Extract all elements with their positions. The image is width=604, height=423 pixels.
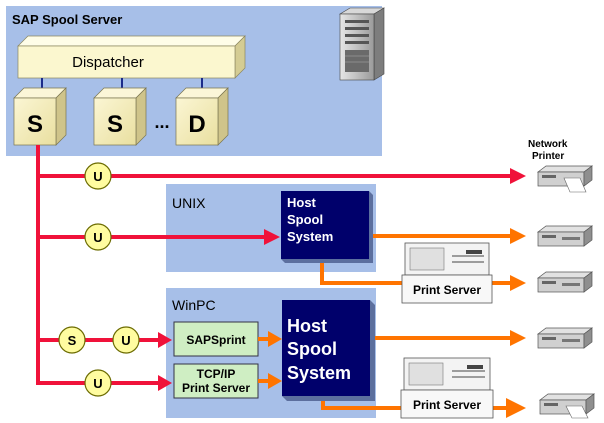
work-process-label: D [188,111,205,138]
svg-text:U: U [93,230,102,245]
work-process-label: S [107,111,123,138]
winpc-output-arrowheads [506,330,526,418]
winpc-printer-icon-1 [536,327,594,349]
winpc-host-spool-box: Host Spool System [282,300,375,401]
work-process-cube-s1: S [13,87,67,146]
svg-text:S: S [68,333,77,348]
svg-text:Host: Host [287,195,317,210]
ellipsis: ... [154,112,169,132]
work-process-label: S [27,111,43,138]
access-method-u-winpc-tcpip: U [84,369,112,397]
svg-text:TCP/IP: TCP/IP [197,367,236,381]
unix-host-spool-box: Host Spool System [281,191,373,263]
tcpip-print-server-box: TCP/IP Print Server [173,363,259,399]
svg-text:Host: Host [287,316,327,336]
winpc-title: WinPC [172,297,216,313]
server-tower-icon [338,7,386,81]
svg-text:U: U [93,376,102,391]
winpc-print-server-device: Print Server [400,357,494,419]
winpc-print-server-label: Print Server [413,398,481,412]
unix-printer-icon-2 [536,271,594,293]
dispatcher-label: Dispatcher [72,54,144,71]
access-method-s-winpc: S [58,326,86,354]
unix-output-arrowheads [510,228,526,291]
network-printer-icon [536,165,594,193]
network-printer-label-line1: Network [528,139,568,150]
svg-text:System: System [287,363,351,383]
unix-print-server-label: Print Server [413,283,481,297]
spool-server-title: SAP Spool Server [12,12,122,27]
access-method-u-winpc-sapsprint: U [112,326,140,354]
dispatcher-box: Dispatcher [17,35,246,79]
sapsprint-box: SAPSprint [173,321,259,357]
unix-title: UNIX [172,195,206,211]
access-method-u-unix: U [84,223,112,251]
svg-text:U: U [93,169,102,184]
work-process-cube-d: D [175,87,229,146]
svg-text:Spool: Spool [287,339,337,359]
unix-print-server-device: Print Server [401,242,493,304]
svg-text:Spool: Spool [287,212,323,227]
network-printer-label-line2: Printer [532,151,564,162]
work-process-cube-s2: S [93,87,147,146]
svg-text:Print Server: Print Server [182,381,250,395]
svg-text:SAPSprint: SAPSprint [186,333,245,347]
winpc-printer-icon-2 [538,393,596,419]
access-arrowheads [158,168,526,391]
svg-text:U: U [121,333,130,348]
svg-text:System: System [287,229,333,244]
unix-printer-icon-1 [536,225,594,247]
access-method-u-network: U [84,162,112,190]
winpc-internal-arrows [258,331,282,389]
